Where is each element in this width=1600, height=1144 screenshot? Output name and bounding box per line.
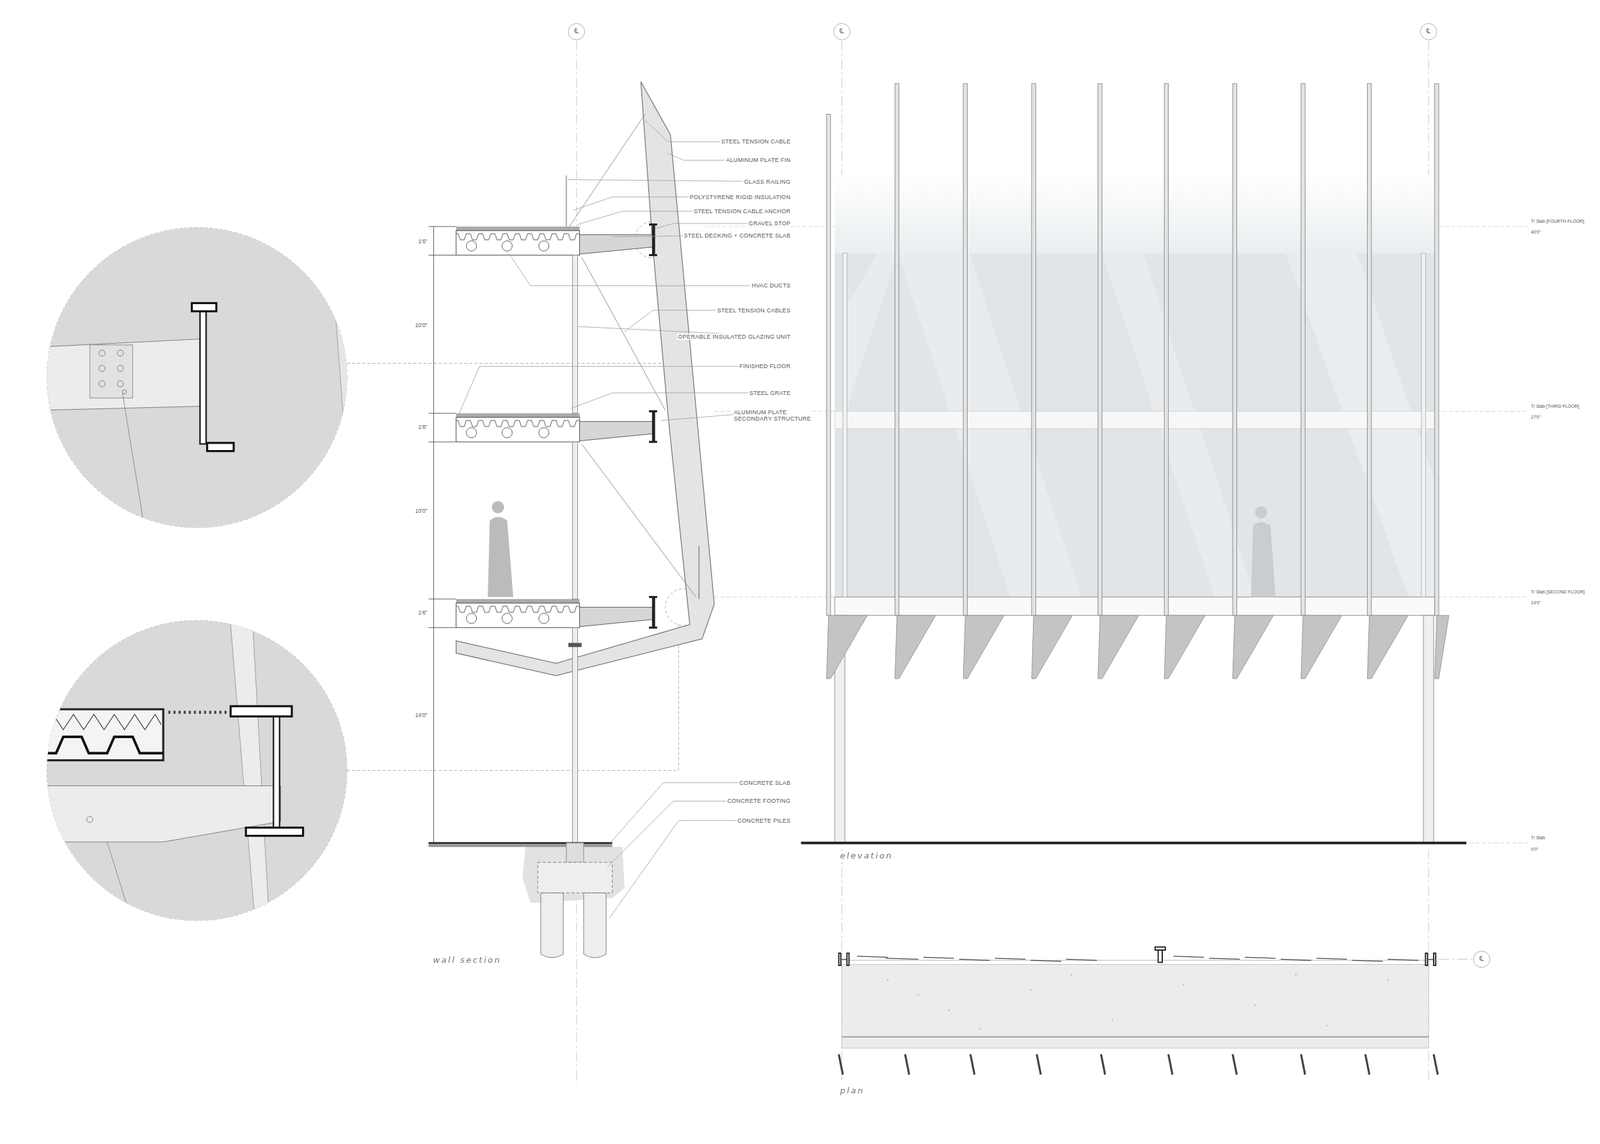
dimension: 1'6" (417, 609, 429, 617)
callout-label: GRAVEL STOP (747, 220, 793, 227)
callout-label: CONCRETE PILES (736, 817, 793, 824)
plan (839, 946, 1439, 1074)
callout-label: CONCRETE FOOTING (725, 797, 792, 804)
callout-label: CONCRETE SLAB (737, 779, 792, 786)
centerline-symbol: ℄ (1426, 27, 1432, 36)
detail-2 (40, 611, 358, 923)
dimension: 1'6" (417, 238, 429, 246)
level-name: T/ Slab (1529, 835, 1547, 841)
view-title: wall section (431, 955, 503, 966)
dimension: 1'6" (417, 424, 429, 431)
callout-label: STEEL TENSION CABLE (720, 138, 792, 145)
callout-label: OPERABLE INSULATED GLAZING UNIT (677, 333, 793, 340)
callout-label: ALUMINUM PLATE SECONDARY STRUCTURE (732, 408, 813, 423)
centerline-symbol: ℄ (1479, 954, 1485, 964)
dimension: 10'0" (414, 508, 429, 515)
centerline-circles (568, 23, 1490, 968)
elevation (801, 83, 1467, 843)
centerlines (576, 40, 1473, 1084)
level-name: T/ Slab [THIRD FLOOR] (1529, 403, 1581, 409)
detail-1 (40, 224, 368, 531)
callout-label: POLYSTYRENE RIGID INSULATION (688, 193, 793, 201)
dimension: 10'0" (414, 322, 429, 329)
callout-label: STEEL TENSION CABLE ANCHOR (692, 208, 792, 215)
centerline-symbol: ℄ (574, 27, 579, 36)
callout-label: STEEL DECKING + CONCRETE SLAB (682, 232, 793, 239)
callout-label: HVAC DUCTS (750, 282, 792, 289)
callout-label: STEEL TENSION CABLES (716, 307, 793, 314)
level-name: T/ Slab [FOURTH FLOOR] (1529, 218, 1586, 224)
callout-label: GLASS RAILING (743, 178, 792, 185)
callout-label: ALUMINUM PLATE FIN (724, 156, 792, 164)
callout-label: STEEL GRATE (748, 389, 792, 397)
centerline-symbol: ℄ (839, 27, 845, 36)
level-elevation: 14'0" (1529, 600, 1543, 606)
level-elevation: 0'0" (1529, 846, 1540, 852)
dimension: 14'0" (414, 712, 429, 719)
level-name: T/ Slab [SECOND FLOOR] (1529, 589, 1586, 595)
view-title: elevation (839, 851, 895, 861)
level-elevation: 40'0" (1529, 229, 1543, 235)
wall-section (428, 81, 715, 959)
level-elevation: 27'0" (1529, 414, 1543, 420)
callout-label: FINISHED FLOOR (738, 362, 793, 370)
view-title: plan (839, 1086, 866, 1096)
